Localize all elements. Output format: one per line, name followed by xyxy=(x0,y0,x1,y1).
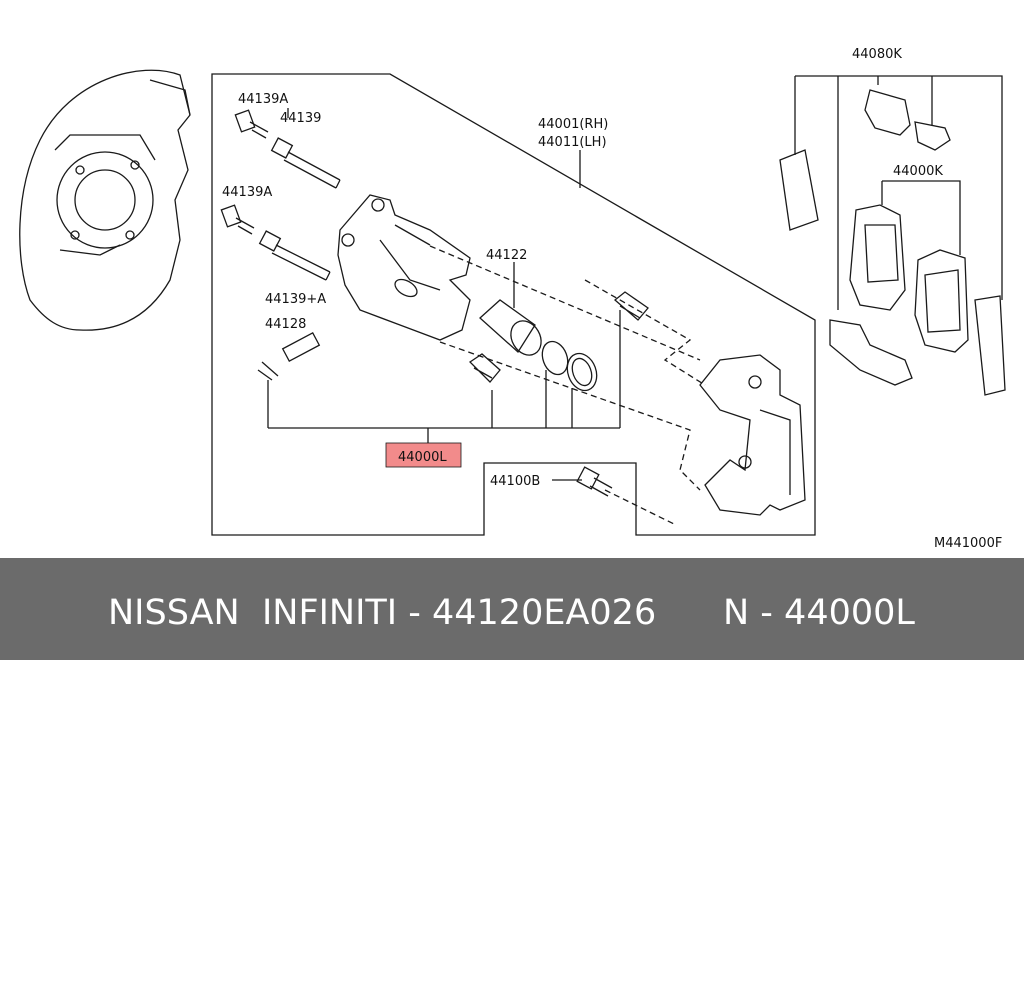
brake-pad-drawing xyxy=(779,89,1006,396)
leader-lines xyxy=(267,108,621,481)
right-group-bracket xyxy=(794,75,1003,300)
highlight-box xyxy=(385,442,462,468)
parts-diagram: 44139A 44139 44139A 44139+A 44128 44001(… xyxy=(19,47,1006,551)
label-44122: 44122 xyxy=(486,248,527,263)
label-44128: 44128 xyxy=(265,317,306,332)
footer-brand-text: NISSAN INFINITI - 44120EA026 xyxy=(108,593,657,633)
diagram-reference-code: M441000F xyxy=(934,536,1002,551)
label-44000l: 44000L xyxy=(398,450,447,465)
caliper-body-drawing xyxy=(337,194,471,341)
label-44139: 44139 xyxy=(280,111,321,126)
label-44139a-mid: 44139A xyxy=(222,185,272,200)
piston-seal-drawing xyxy=(468,291,649,392)
footer-part-text: N - 44000L xyxy=(723,593,915,633)
main-frame xyxy=(211,73,816,536)
backing-plate-drawing xyxy=(19,69,191,331)
label-44100b: 44100B xyxy=(490,474,540,489)
caliper-bracket-drawing xyxy=(699,354,806,516)
label-44011-lh: 44011(LH) xyxy=(538,135,607,150)
footer-banner: NISSAN INFINITI - 44120EA026 N - 44000L xyxy=(0,558,1024,660)
label-44000k: 44000K xyxy=(893,164,943,179)
label-44080k: 44080K xyxy=(852,47,902,62)
page: 44139A 44139 44139A 44139+A 44128 44001(… xyxy=(0,47,1024,660)
label-44139a-top: 44139A xyxy=(238,92,288,107)
label-44001-rh: 44001(RH) xyxy=(538,117,608,132)
label-44139-plus-a: 44139+A xyxy=(265,292,326,307)
dashed-lines xyxy=(429,245,706,526)
bolt-drawings xyxy=(220,109,613,497)
